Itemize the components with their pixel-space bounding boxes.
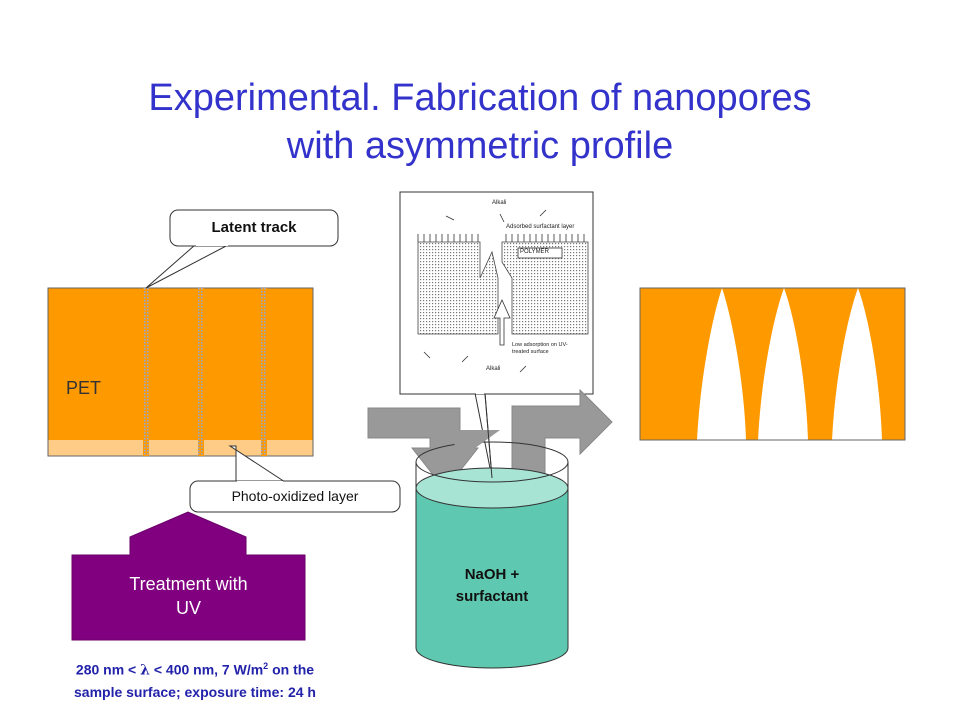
pet-film [47, 287, 314, 457]
uv-treatment-arrow [71, 511, 306, 641]
uv-line-2: UV [175, 598, 201, 618]
latent-track-2 [198, 288, 204, 456]
inset-polymer: POLYMER [520, 249, 549, 255]
latent-track-callout [169, 209, 339, 247]
inset-low-adsorption: Low adsorption on UV- treated surface [512, 342, 568, 355]
latent-track-3 [261, 288, 267, 456]
title-line-2: with asymmetric profile [286, 125, 674, 167]
nanopore-2 [758, 288, 808, 440]
polymer-left [417, 241, 499, 335]
lambda-symbol: λ [140, 662, 150, 679]
photo-oxidized-layer [48, 440, 313, 456]
beaker-label: NaOH + surfactant [416, 564, 568, 608]
beaker [415, 441, 569, 669]
etched-film [639, 287, 906, 441]
nanopore-3 [832, 288, 882, 440]
slide-title: Experimental. Fabrication of nanopores w… [80, 74, 880, 170]
latent-track-pointer [145, 244, 229, 289]
latent-track-1 [143, 288, 149, 456]
arrow-into-beaker [367, 407, 480, 491]
title-line-1: Experimental. Fabrication of nanopores [148, 77, 812, 119]
inset-panel [399, 191, 594, 479]
inset-adsorbed-layer: Adsorbed surfactant layer [506, 224, 575, 230]
arrow-into-beaker-tip [445, 430, 500, 470]
exposure-conditions: 280 nm < λ < 400 nm, 7 W/m2 on the sampl… [30, 656, 360, 703]
conditions-line-1: 280 nm < λ < 400 nm, 7 W/m2 on the [75, 661, 315, 679]
beaker-line-1: NaOH + [464, 566, 520, 583]
pet-label: PET [66, 378, 102, 398]
conditions-line-2: sample surface; exposure time: 24 h [74, 683, 316, 700]
beaker-line-2: surfactant [455, 588, 529, 605]
inset-alkali-top: Alkali [492, 200, 507, 206]
photo-layer-callout [189, 480, 401, 513]
uv-treatment-label: Treatment with UV [72, 572, 305, 620]
arrow-out-of-beaker [511, 388, 613, 489]
photo-layer-label: Photo-oxidized layer [231, 488, 359, 504]
latent-track-label: Latent track [211, 219, 297, 236]
nanopore-1 [697, 288, 746, 440]
polymer-right [501, 241, 589, 335]
uv-line-1: Treatment with [129, 574, 248, 594]
inset-alkali-bottom: Alkali [486, 366, 501, 372]
